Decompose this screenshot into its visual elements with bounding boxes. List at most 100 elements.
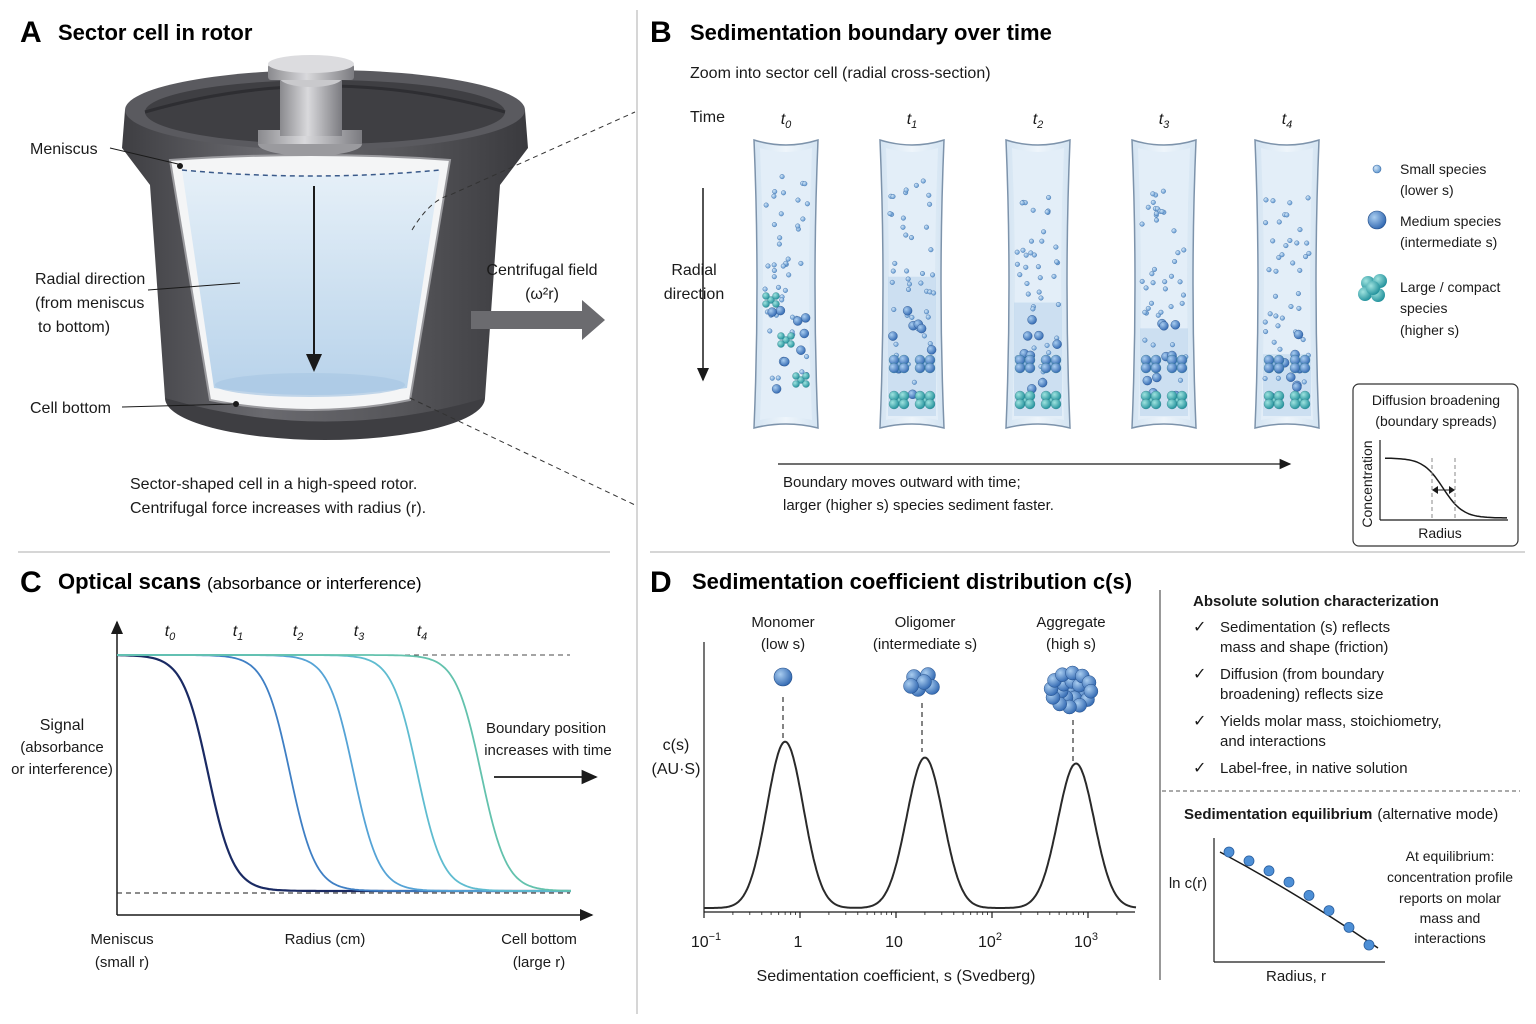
- peak-monomer-label: Monomer: [751, 614, 814, 631]
- scan-label-t2: t2: [293, 623, 304, 643]
- panel-a: A Sector cell in rotor: [20, 16, 636, 517]
- check-2-icon: ✓: [1193, 666, 1206, 683]
- legend-medium-icon: [1367, 210, 1387, 230]
- svg-text:(from meniscus: (from meniscus: [35, 295, 144, 312]
- eq-fit-line: [1219, 851, 1379, 949]
- svg-text:mass and shape (friction): mass and shape (friction): [1220, 639, 1388, 656]
- svg-text:Optical scans(absorbance or in: Optical scans (absorbance or interference…: [58, 569, 422, 594]
- rotor-illustration: [122, 55, 528, 440]
- svg-text:(ω²r): (ω²r): [525, 286, 559, 303]
- scan-note-1: Boundary position: [486, 720, 606, 737]
- scan-label-t4: t4: [417, 623, 428, 643]
- sector-cell-t4: [1254, 138, 1320, 429]
- aggregate-bead-19: [1083, 684, 1099, 699]
- svg-text:(large r): (large r): [513, 954, 566, 971]
- eq-point-2: [1263, 865, 1275, 877]
- oligomer-bead-4: [916, 674, 932, 690]
- legend-large-icon: [1358, 274, 1387, 302]
- check-3-icon: ✓: [1193, 713, 1206, 730]
- svg-text:to bottom): to bottom): [38, 319, 110, 336]
- peak-aggregate-label: Aggregate: [1036, 614, 1105, 631]
- cs-tick-label-0: 10−1: [691, 931, 721, 951]
- panel-b-title: Sedimentation boundary over time: [690, 20, 1052, 45]
- panel-a-letter: A: [20, 16, 42, 49]
- sector-cells: [753, 138, 1320, 429]
- check-3-text: Yields molar mass, stoichiometry,: [1220, 713, 1442, 730]
- svg-text:and interactions: and interactions: [1220, 733, 1326, 750]
- svg-text:(lower s): (lower s): [1400, 182, 1454, 198]
- time-t3: t3: [1159, 111, 1170, 131]
- panel-c-title: Optical scans: [58, 569, 201, 594]
- eq-point-1: [1243, 855, 1255, 867]
- check-4-text: Label-free, in native solution: [1220, 760, 1408, 777]
- scan-label-t1: t1: [233, 623, 244, 643]
- svg-text:or interference): or interference): [11, 761, 113, 778]
- oligomer-icon: [903, 667, 940, 697]
- boundary-note-1: Boundary moves outward with time;: [783, 474, 1021, 491]
- legend-large-label: Large / compact: [1400, 279, 1500, 295]
- cs-tick-label-3: 102: [978, 931, 1002, 951]
- cs-ylabel: c(s): [663, 737, 690, 754]
- svg-text:broadening) reflects size: broadening) reflects size: [1220, 686, 1383, 703]
- eq-title: Sedimentation equilibrium: [1184, 806, 1372, 823]
- eq-point-3: [1283, 876, 1295, 888]
- sector-cell-t1: [879, 138, 945, 429]
- time-t0: t0: [781, 111, 792, 131]
- cs-ticks: [703, 912, 1118, 918]
- inset-ylabel: Concentration: [1359, 440, 1375, 527]
- rotor-cap: [280, 78, 342, 136]
- panel-d-letter: D: [650, 566, 672, 599]
- cs-tick-label-2: 10: [885, 934, 903, 951]
- scan-label-t3: t3: [354, 623, 365, 643]
- eq-title-sub: (alternative mode): [1377, 806, 1498, 823]
- radial-direction-label: Radial direction: [35, 271, 145, 288]
- cell-bottom-label: Cell bottom: [30, 400, 111, 417]
- cs-xlabel: Sedimentation coefficient, s (Svedberg): [757, 968, 1036, 985]
- cs-tick-label-4: 103: [1074, 931, 1098, 951]
- check-2-text: Diffusion (from boundary: [1220, 666, 1384, 683]
- meniscus-line: [181, 169, 441, 177]
- eq-note-3: reports on molar: [1399, 890, 1501, 906]
- scan-x-left-label: Meniscus: [90, 931, 153, 948]
- svg-text:(boundary spreads): (boundary spreads): [1375, 413, 1496, 429]
- panel-c-title-sub: (absorbance or interference): [207, 574, 422, 593]
- aggregate-icon: [1043, 665, 1099, 715]
- boundary-note-2: larger (higher s) species sediment faste…: [783, 497, 1054, 514]
- scan-ylabel: Signal: [40, 717, 84, 734]
- time-label: Time: [690, 109, 725, 126]
- panel-c: C Optical scans (absorbance or interferen…: [11, 566, 612, 971]
- sector-cell-liquid: [182, 170, 440, 395]
- eq-note-2: concentration profile: [1387, 869, 1513, 885]
- eq-ylabel: ln c(r): [1169, 875, 1207, 892]
- scan-label-t0: t0: [165, 623, 176, 643]
- inset-title: Diffusion broadening: [1372, 392, 1500, 408]
- diffusion-inset: Diffusion broadening (boundary spreads) …: [1352, 383, 1519, 547]
- centrifugal-field-label: Centrifugal field: [486, 262, 597, 279]
- legend-medium-label: Medium species: [1400, 213, 1501, 229]
- radial-direction-b-label: Radial: [671, 262, 716, 279]
- eq-xlabel: Radius, r: [1266, 968, 1326, 985]
- svg-text:(high s): (high s): [1046, 636, 1096, 653]
- panel-a-caption-2: Centrifugal force increases with radius …: [130, 500, 426, 517]
- eq-note-5: interactions: [1414, 930, 1486, 946]
- panel-c-letter: C: [20, 566, 42, 599]
- panel-a-caption-1: Sector-shaped cell in a high-speed rotor…: [130, 476, 417, 493]
- sector-cell-t2: [1005, 138, 1071, 429]
- zoom-caption: Zoom into sector cell (radial cross-sect…: [690, 65, 991, 82]
- time-t1: t1: [907, 111, 918, 131]
- check-1-icon: ✓: [1193, 619, 1206, 636]
- panel-b: B Sedimentation boundary over time Zoom …: [650, 16, 1519, 547]
- cs-tick-label-1: 1: [794, 934, 803, 951]
- eq-note-1: At equilibrium:: [1406, 848, 1495, 864]
- legend-small-icon: [1372, 164, 1382, 174]
- panel-d: D Sedimentation coefficient distribution…: [650, 566, 1520, 985]
- svg-text:(low s): (low s): [761, 636, 805, 653]
- svg-text:(intermediate s): (intermediate s): [1400, 234, 1497, 250]
- panel-d-title: Sedimentation coefficient distribution c…: [692, 569, 1132, 594]
- inset-xlabel: Radius: [1418, 525, 1462, 541]
- inset-curve: [1385, 457, 1507, 519]
- eq-point-0: [1223, 846, 1235, 858]
- svg-text:direction: direction: [664, 286, 724, 303]
- svg-text:Sedimentation equilibrium(alte: Sedimentation equilibrium (alternative mo…: [1184, 806, 1498, 823]
